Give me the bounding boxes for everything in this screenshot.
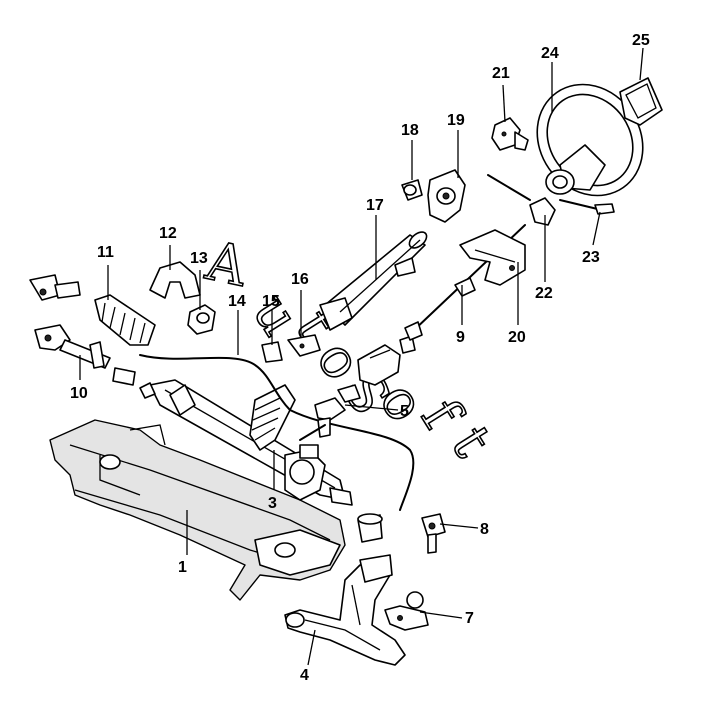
part-25-horn-pad	[619, 77, 663, 126]
callouts: 1 3 4 5 7 8 9 10 11 12 13 14 15 16 17 18…	[70, 32, 650, 684]
callout-4: 4	[300, 667, 309, 684]
part-21-switch	[491, 117, 529, 151]
callout-5: 5	[400, 403, 409, 420]
callout-22: 22	[535, 285, 553, 302]
callout-24: 24	[541, 45, 559, 62]
callout-16: 16	[291, 271, 309, 288]
watermark-letter-8: t	[439, 416, 504, 468]
callout-15: 15	[262, 293, 280, 310]
part-20-column-bracket	[459, 229, 526, 286]
callout-1: 1	[178, 559, 187, 576]
part-5-universal-joint	[299, 384, 361, 441]
part-17-column-tube	[319, 231, 428, 331]
part-11-rack-boot	[29, 274, 156, 346]
callout-10: 10	[70, 385, 88, 402]
part-19-lock-housing	[427, 169, 466, 223]
watermark-letter-1: A	[200, 229, 253, 299]
part-15-bushing	[261, 341, 283, 363]
callout-17: 17	[366, 197, 384, 214]
callout-3: 3	[268, 495, 277, 512]
callout-21: 21	[492, 65, 510, 82]
callout-11: 11	[97, 244, 114, 261]
part-1-subframe	[49, 419, 346, 601]
part-14-stabilizer-bar	[139, 354, 415, 511]
callout-14: 14	[228, 293, 246, 310]
callout-7: 7	[465, 610, 474, 627]
callout-23: 23	[582, 249, 600, 266]
callout-8: 8	[480, 521, 489, 538]
part-10-tie-rod	[34, 324, 136, 386]
leader-lines	[79, 47, 644, 666]
part-3-pinion-boot	[249, 384, 296, 451]
part-3-steering-rack	[139, 379, 353, 506]
part-7-ball-joint	[384, 591, 429, 631]
part-13-stabilizer-bushing	[187, 304, 216, 335]
part-22-combination-switch	[487, 174, 556, 226]
callout-19: 19	[447, 112, 465, 129]
part-12-stabilizer-clamp	[149, 261, 201, 299]
callout-18: 18	[401, 122, 419, 139]
part-18-lock-cylinder	[401, 179, 423, 201]
callout-13: 13	[190, 250, 208, 267]
part-4-lower-control-arm	[284, 554, 406, 666]
callout-20: 20	[508, 329, 526, 346]
callout-12: 12	[159, 225, 177, 242]
part-24-steering-wheel	[536, 83, 644, 197]
callout-25: 25	[632, 32, 650, 49]
part-8-stabilizer-end	[421, 513, 446, 554]
part-16-bracket	[287, 334, 321, 357]
callout-9: 9	[456, 329, 465, 346]
arm-bushing	[357, 513, 383, 543]
part-23-wiper-lever	[559, 199, 615, 215]
